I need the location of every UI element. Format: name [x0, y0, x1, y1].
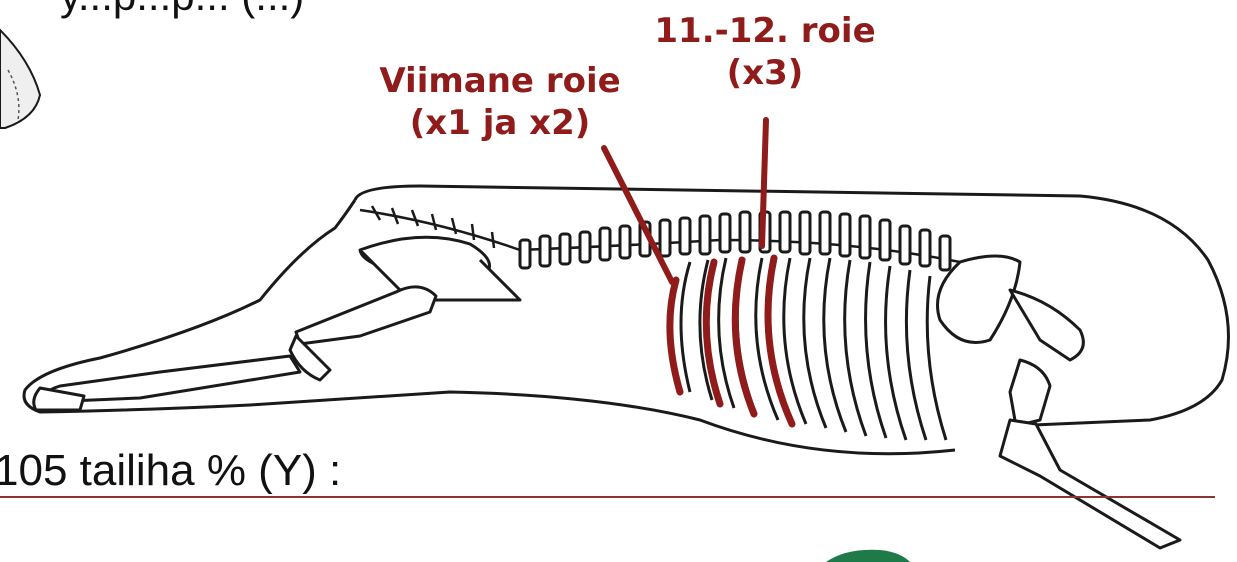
pointer-rib-11-12: [762, 120, 766, 246]
logo-leaf-icon: [826, 550, 910, 562]
cropped-illustration: [0, 30, 40, 128]
label-rib-11-12-line2: (x3): [620, 52, 910, 94]
ribs: [681, 258, 946, 440]
fore-leg: [938, 256, 1181, 548]
lean-meat-formula-text: 105 tailiha % (Y) :: [0, 446, 341, 496]
label-rib-11-12-line1: 11.-12. roie: [620, 10, 910, 52]
label-last-rib-line1: Viimane roie: [350, 60, 650, 102]
pointer-last-rib: [604, 148, 672, 282]
label-last-rib: Viimane roie (x1 ja x2): [350, 60, 650, 144]
divider-line: [0, 496, 1215, 498]
label-last-rib-line2: (x1 ja x2): [350, 102, 650, 144]
label-rib-11-12: 11.-12. roie (x3): [620, 10, 910, 94]
hind-leg: [34, 237, 520, 410]
